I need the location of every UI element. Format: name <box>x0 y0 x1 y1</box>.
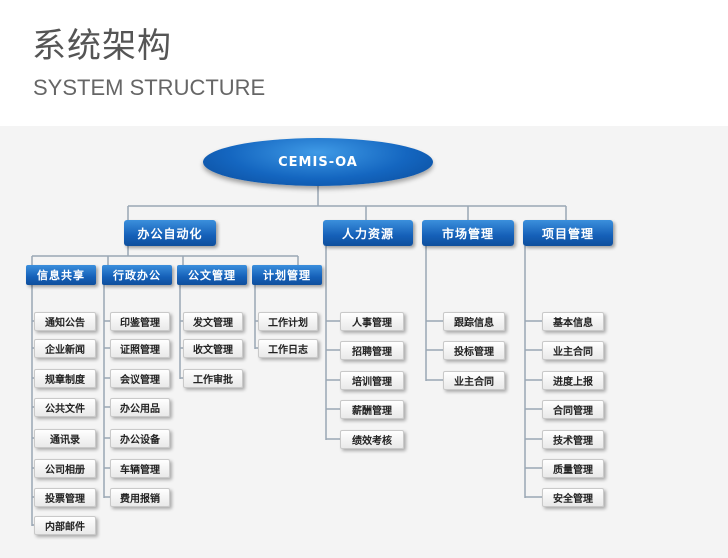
leaf-market-3[interactable]: 业主合同 <box>443 371 505 390</box>
group-node-plan[interactable]: 计划管理 <box>252 265 322 285</box>
major-node-market[interactable]: 市场管理 <box>422 220 514 246</box>
leaf-plan-2[interactable]: 工作日志 <box>258 339 318 358</box>
leaf-admin-2[interactable]: 证照管理 <box>110 339 170 358</box>
leaf-admin-4[interactable]: 办公用品 <box>110 398 170 417</box>
leaf-info-2[interactable]: 企业新闻 <box>34 339 96 358</box>
group-node-doc[interactable]: 公文管理 <box>177 265 247 285</box>
leaf-info-6[interactable]: 公司相册 <box>34 459 96 478</box>
leaf-admin-1[interactable]: 印鉴管理 <box>110 312 170 331</box>
leaf-admin-7[interactable]: 费用报销 <box>110 488 170 507</box>
leaf-market-1[interactable]: 跟踪信息 <box>443 312 505 331</box>
leaf-project-6[interactable]: 质量管理 <box>542 459 604 478</box>
major-node-project[interactable]: 项目管理 <box>523 220 613 246</box>
leaf-project-4[interactable]: 合同管理 <box>542 400 604 419</box>
leaf-info-8[interactable]: 内部邮件 <box>34 516 96 535</box>
leaf-admin-5[interactable]: 办公设备 <box>110 429 170 448</box>
leaf-doc-3[interactable]: 工作审批 <box>183 369 243 388</box>
group-node-admin[interactable]: 行政办公 <box>102 265 172 285</box>
leaf-info-5[interactable]: 通讯录 <box>34 429 96 448</box>
leaf-market-2[interactable]: 投标管理 <box>443 341 505 360</box>
leaf-project-2[interactable]: 业主合同 <box>542 341 604 360</box>
root-node[interactable]: CEMIS-OA <box>203 138 433 186</box>
leaf-hr-1[interactable]: 人事管理 <box>340 312 404 331</box>
leaf-project-3[interactable]: 进度上报 <box>542 371 604 390</box>
leaf-info-7[interactable]: 投票管理 <box>34 488 96 507</box>
leaf-hr-2[interactable]: 招聘管理 <box>340 341 404 360</box>
leaf-info-4[interactable]: 公共文件 <box>34 398 96 417</box>
page-title: 系统架构 <box>32 26 172 66</box>
leaf-project-1[interactable]: 基本信息 <box>542 312 604 331</box>
leaf-plan-1[interactable]: 工作计划 <box>258 312 318 331</box>
major-node-hr[interactable]: 人力资源 <box>323 220 413 246</box>
leaf-hr-3[interactable]: 培训管理 <box>340 371 404 390</box>
leaf-hr-5[interactable]: 绩效考核 <box>340 430 404 449</box>
page-subtitle: SYSTEM STRUCTURE <box>33 75 266 100</box>
leaf-doc-2[interactable]: 收文管理 <box>183 339 243 358</box>
leaf-doc-1[interactable]: 发文管理 <box>183 312 243 331</box>
leaf-info-3[interactable]: 规章制度 <box>34 369 96 388</box>
leaf-project-7[interactable]: 安全管理 <box>542 488 604 507</box>
leaf-admin-3[interactable]: 会议管理 <box>110 369 170 388</box>
major-node-office[interactable]: 办公自动化 <box>124 220 216 246</box>
leaf-admin-6[interactable]: 车辆管理 <box>110 459 170 478</box>
leaf-info-1[interactable]: 通知公告 <box>34 312 96 331</box>
leaf-project-5[interactable]: 技术管理 <box>542 430 604 449</box>
group-node-info[interactable]: 信息共享 <box>26 265 96 285</box>
leaf-hr-4[interactable]: 薪酬管理 <box>340 400 404 419</box>
